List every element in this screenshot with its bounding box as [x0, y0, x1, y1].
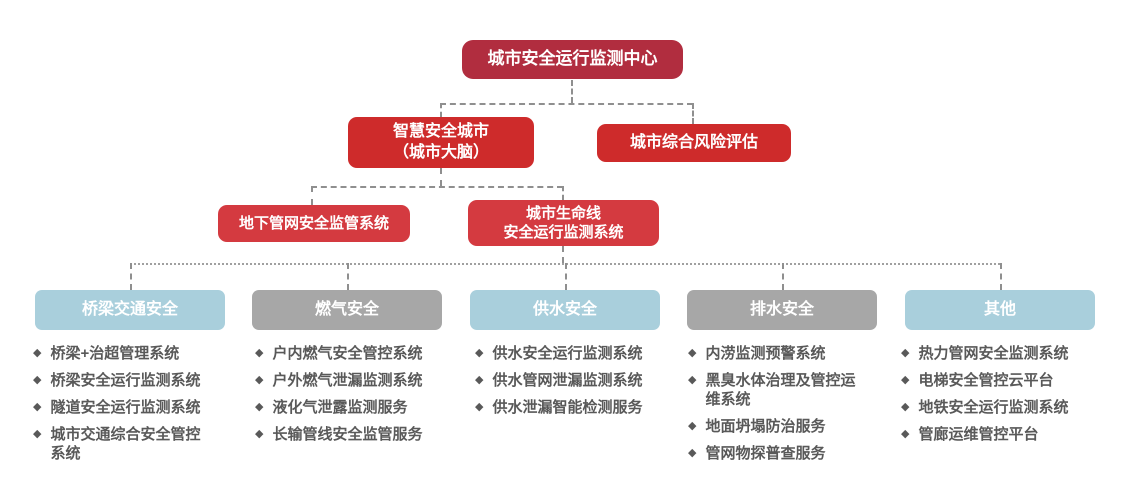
diamond-bullet-icon: ◆: [688, 420, 697, 432]
category-water-supply-safety: 供水安全: [470, 290, 660, 330]
list-item-label: 热力管网安全监测系统: [918, 345, 1069, 362]
connector-line: [440, 103, 693, 105]
diamond-bullet-icon: ◆: [901, 401, 910, 413]
list-item-label: 隧道安全运行监测系统: [50, 399, 201, 416]
list-item: ◆ 户外燃气泄漏监测系统: [255, 371, 460, 390]
list-item: ◆ 供水安全运行监测系统: [475, 344, 680, 363]
list-item-label: 城市交通综合安全管控系统: [50, 426, 201, 462]
list-item-label: 地铁安全运行监测系统: [918, 399, 1069, 416]
node-smart-safe-city: 智慧安全城市 （城市大脑）: [348, 117, 534, 168]
category-drainage-safety: 排水安全: [687, 290, 877, 330]
node-underground-pipeline-supervision: 地下管网安全监管系统: [218, 205, 410, 242]
connector-line: [562, 186, 564, 200]
diamond-bullet-icon: ◆: [688, 447, 697, 459]
connector-line: [782, 263, 784, 290]
list-item-label: 户外燃气泄漏监测系统: [272, 372, 423, 389]
list-item-label: 电梯安全管控云平台: [918, 372, 1054, 389]
list-item: ◆ 黑臭水体治理及管控运维系统: [688, 371, 868, 409]
connector-line: [347, 263, 349, 290]
list-item: ◆ 户内燃气安全管控系统: [255, 344, 460, 363]
category-other: 其他: [905, 290, 1095, 330]
diamond-bullet-icon: ◆: [255, 401, 264, 413]
diamond-bullet-icon: ◆: [901, 374, 910, 386]
node-city-risk-assessment: 城市综合风险评估: [597, 124, 791, 162]
list-item-label: 地面坍塌防治服务: [705, 418, 826, 435]
connector-line: [1000, 263, 1002, 290]
list-item-label: 长输管线安全监管服务: [272, 426, 423, 443]
diamond-bullet-icon: ◆: [33, 347, 42, 359]
category-gas-safety: 燃气安全: [252, 290, 442, 330]
list-item-label: 管廊运维管控平台: [918, 426, 1039, 443]
connector-line: [311, 186, 313, 205]
list-item: ◆ 城市交通综合安全管控系统: [33, 425, 233, 463]
diamond-bullet-icon: ◆: [33, 401, 42, 413]
diamond-bullet-icon: ◆: [33, 428, 42, 440]
diamond-bullet-icon: ◆: [901, 347, 910, 359]
category-bridge-traffic-safety: 桥梁交通安全: [35, 290, 225, 330]
list-item-label: 户内燃气安全管控系统: [272, 345, 423, 362]
list-item: ◆ 长输管线安全监管服务: [255, 425, 460, 444]
diamond-bullet-icon: ◆: [255, 347, 264, 359]
list-item: ◆ 管网物探普查服务: [688, 444, 868, 463]
list-item-label: 内涝监测预警系统: [705, 345, 826, 362]
list-item-label: 桥梁安全运行监测系统: [50, 372, 201, 389]
list-item: ◆ 桥梁安全运行监测系统: [33, 371, 233, 390]
list-item: ◆ 供水泄漏智能检测服务: [475, 398, 680, 417]
connector-line: [692, 103, 694, 124]
connector-line: [440, 168, 442, 186]
list-item: ◆ 内涝监测预警系统: [688, 344, 868, 363]
list-item: ◆ 供水管网泄漏监测系统: [475, 371, 680, 390]
category-list-drainage: ◆ 内涝监测预警系统 ◆ 黑臭水体治理及管控运维系统 ◆ 地面坍塌防治服务 ◆ …: [688, 344, 868, 471]
list-item-label: 供水安全运行监测系统: [492, 345, 643, 362]
list-item-label: 供水泄漏智能检测服务: [492, 399, 643, 416]
node-monitoring-center: 城市安全运行监测中心: [462, 40, 683, 79]
diamond-bullet-icon: ◆: [33, 374, 42, 386]
category-list-gas: ◆ 户内燃气安全管控系统 ◆ 户外燃气泄漏监测系统 ◆ 液化气泄露监测服务 ◆ …: [255, 344, 460, 452]
diamond-bullet-icon: ◆: [475, 401, 484, 413]
category-list-water-supply: ◆ 供水安全运行监测系统 ◆ 供水管网泄漏监测系统 ◆ 供水泄漏智能检测服务: [475, 344, 680, 425]
diamond-bullet-icon: ◆: [475, 374, 484, 386]
list-item: ◆ 电梯安全管控云平台: [901, 371, 1116, 390]
diamond-bullet-icon: ◆: [475, 347, 484, 359]
diamond-bullet-icon: ◆: [255, 374, 264, 386]
list-item-label: 供水管网泄漏监测系统: [492, 372, 643, 389]
connector-line: [130, 263, 132, 290]
list-item-label: 桥梁+治超管理系统: [50, 345, 180, 362]
list-item: ◆ 桥梁+治超管理系统: [33, 344, 233, 363]
list-item-label: 液化气泄露监测服务: [272, 399, 408, 416]
list-item-label: 黑臭水体治理及管控运维系统: [705, 372, 856, 408]
list-item: ◆ 地铁安全运行监测系统: [901, 398, 1116, 417]
list-item: ◆ 地面坍塌防治服务: [688, 417, 868, 436]
list-item: ◆ 管廊运维管控平台: [901, 425, 1116, 444]
category-list-other: ◆ 热力管网安全监测系统 ◆ 电梯安全管控云平台 ◆ 地铁安全运行监测系统 ◆ …: [901, 344, 1116, 452]
connector-line: [562, 246, 564, 263]
diamond-bullet-icon: ◆: [688, 374, 697, 386]
connector-line: [565, 263, 567, 290]
diamond-bullet-icon: ◆: [255, 428, 264, 440]
connector-line: [440, 103, 442, 117]
diamond-bullet-icon: ◆: [901, 428, 910, 440]
node-city-lifeline-monitoring: 城市生命线 安全运行监测系统: [468, 200, 659, 246]
connector-line: [311, 186, 563, 188]
category-list-bridge-traffic: ◆ 桥梁+治超管理系统 ◆ 桥梁安全运行监测系统 ◆ 隧道安全运行监测系统 ◆ …: [33, 344, 233, 471]
list-item: ◆ 隧道安全运行监测系统: [33, 398, 233, 417]
list-item: ◆ 液化气泄露监测服务: [255, 398, 460, 417]
connector-line: [571, 80, 573, 103]
list-item-label: 管网物探普查服务: [705, 445, 826, 462]
diamond-bullet-icon: ◆: [688, 347, 697, 359]
list-item: ◆ 热力管网安全监测系统: [901, 344, 1116, 363]
